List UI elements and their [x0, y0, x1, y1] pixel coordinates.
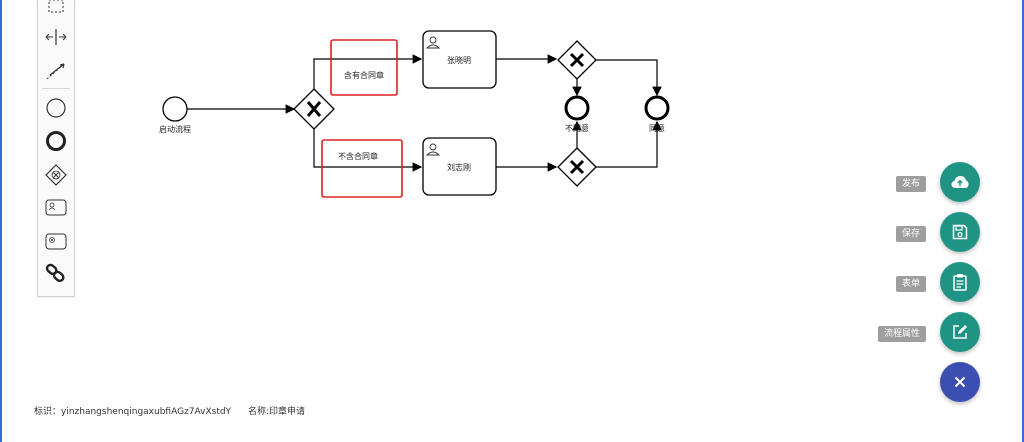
start-event[interactable] [162, 96, 188, 122]
start-event-tool-icon[interactable] [41, 95, 71, 121]
save-label: 保存 [896, 226, 927, 242]
properties-label: 流程属性 [878, 326, 927, 342]
end-event-agree[interactable] [644, 95, 670, 121]
user-task-tool-icon[interactable] [41, 194, 71, 220]
tool-palette [37, 0, 75, 297]
end-event-agree-label: 同意 [649, 123, 665, 133]
condition-annotation-bottom[interactable] [321, 139, 403, 198]
end-event-reject[interactable] [564, 95, 590, 121]
form-button[interactable] [940, 262, 980, 302]
close-icon [954, 376, 966, 388]
process-info: 标识：yinzhangshenqingaxubfiAGz7AvXstdY 名称:… [34, 404, 319, 417]
sequence-flow[interactable] [596, 120, 662, 168]
user-task-bottom[interactable] [422, 137, 497, 196]
lasso-tool-icon[interactable] [41, 0, 71, 20]
end-event-tool-icon[interactable] [41, 128, 71, 154]
close-fab-button[interactable] [940, 362, 980, 402]
end-event-reject-label: 不同意 [565, 123, 589, 133]
space-tool-icon[interactable] [41, 24, 71, 50]
clipboard-icon [953, 274, 967, 291]
condition-label-top: 含有合同章 [344, 70, 384, 80]
task-label-top: 张晓明 [447, 55, 471, 65]
form-label: 表单 [896, 276, 927, 292]
cloud-upload-icon [951, 176, 969, 188]
sequence-flow-bottom[interactable] [313, 129, 423, 172]
save-button[interactable] [940, 212, 980, 252]
process-name: 名称:印章申请 [247, 407, 305, 417]
user-icon [425, 143, 441, 156]
exclusive-gateway-split[interactable] [293, 88, 335, 130]
publish-label: 发布 [896, 176, 927, 192]
publish-button[interactable] [940, 162, 980, 202]
condition-annotation-top[interactable] [330, 39, 398, 96]
service-task-tool-icon[interactable] [41, 228, 71, 254]
gateway-tool-icon[interactable] [41, 162, 71, 188]
edit-icon [953, 325, 967, 339]
exclusive-gateway-top[interactable] [557, 40, 597, 80]
process-id: 标识：yinzhangshenqingaxubfiAGz7AvXstdY [34, 407, 232, 417]
start-event-label: 启动流程 [159, 124, 191, 134]
sequence-flow-top[interactable] [313, 54, 423, 89]
link-tool-icon[interactable] [41, 260, 71, 286]
floppy-disk-icon [952, 224, 968, 240]
user-icon [425, 36, 441, 49]
condition-label-bottom: 不含合同章 [338, 151, 378, 161]
task-label-bottom: 刘志刚 [447, 162, 471, 172]
sequence-flow[interactable] [596, 59, 662, 97]
exclusive-gateway-bottom[interactable] [557, 147, 597, 187]
properties-button[interactable] [940, 312, 980, 352]
connect-tool-icon[interactable] [41, 58, 71, 84]
